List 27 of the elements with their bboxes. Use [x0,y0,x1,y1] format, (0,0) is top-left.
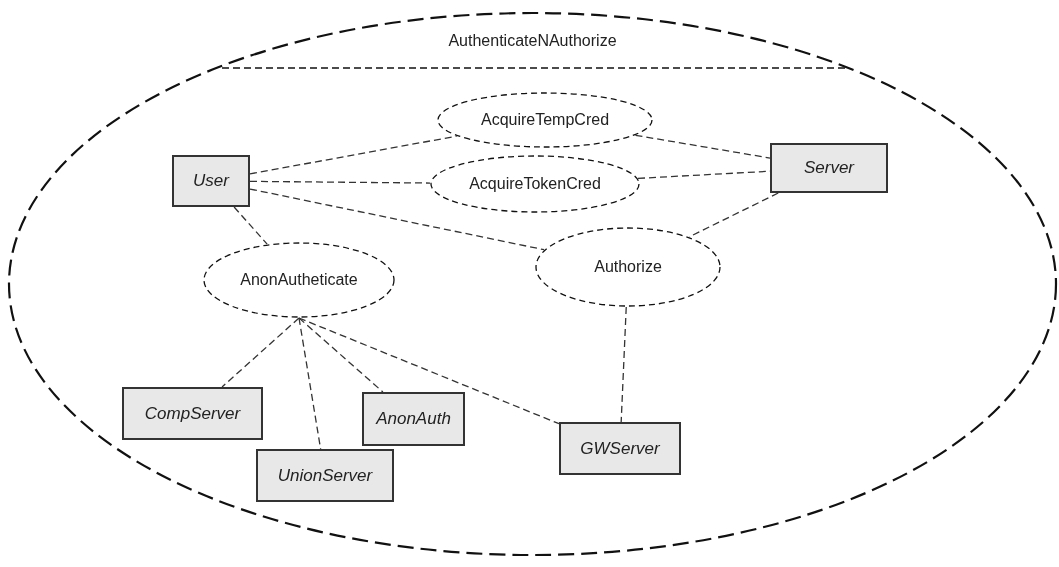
class-box [122,387,263,440]
connector-line [249,188,545,251]
connector-line [620,306,627,423]
class-name: UnionServer [277,465,373,486]
class-box [559,422,681,475]
class-box [172,155,250,207]
class-name: User [193,171,229,191]
class-name: AnonAuth [376,409,451,429]
use-case-name: AnonAutheticate [240,271,358,289]
connector-line [298,317,560,425]
connector-line [233,206,268,245]
class-box [362,392,465,446]
connector-line [249,180,431,184]
connector-line [298,317,322,450]
class-box [770,143,888,193]
connector-line [221,317,300,388]
use-case-name: AcquireTempCred [480,111,610,129]
class-box [256,449,394,502]
use-case-name: Authorize [594,258,662,276]
connector-line [298,317,384,393]
class-name: Server [803,158,855,178]
class-name: CompServer [144,403,241,424]
use-case-name: AcquireTokenCred [469,175,601,193]
connector-line [634,134,771,159]
collaboration-name: AuthenticateNAuthorize [447,32,618,50]
connector-line [249,135,458,175]
class-name: GWServer [580,438,660,459]
